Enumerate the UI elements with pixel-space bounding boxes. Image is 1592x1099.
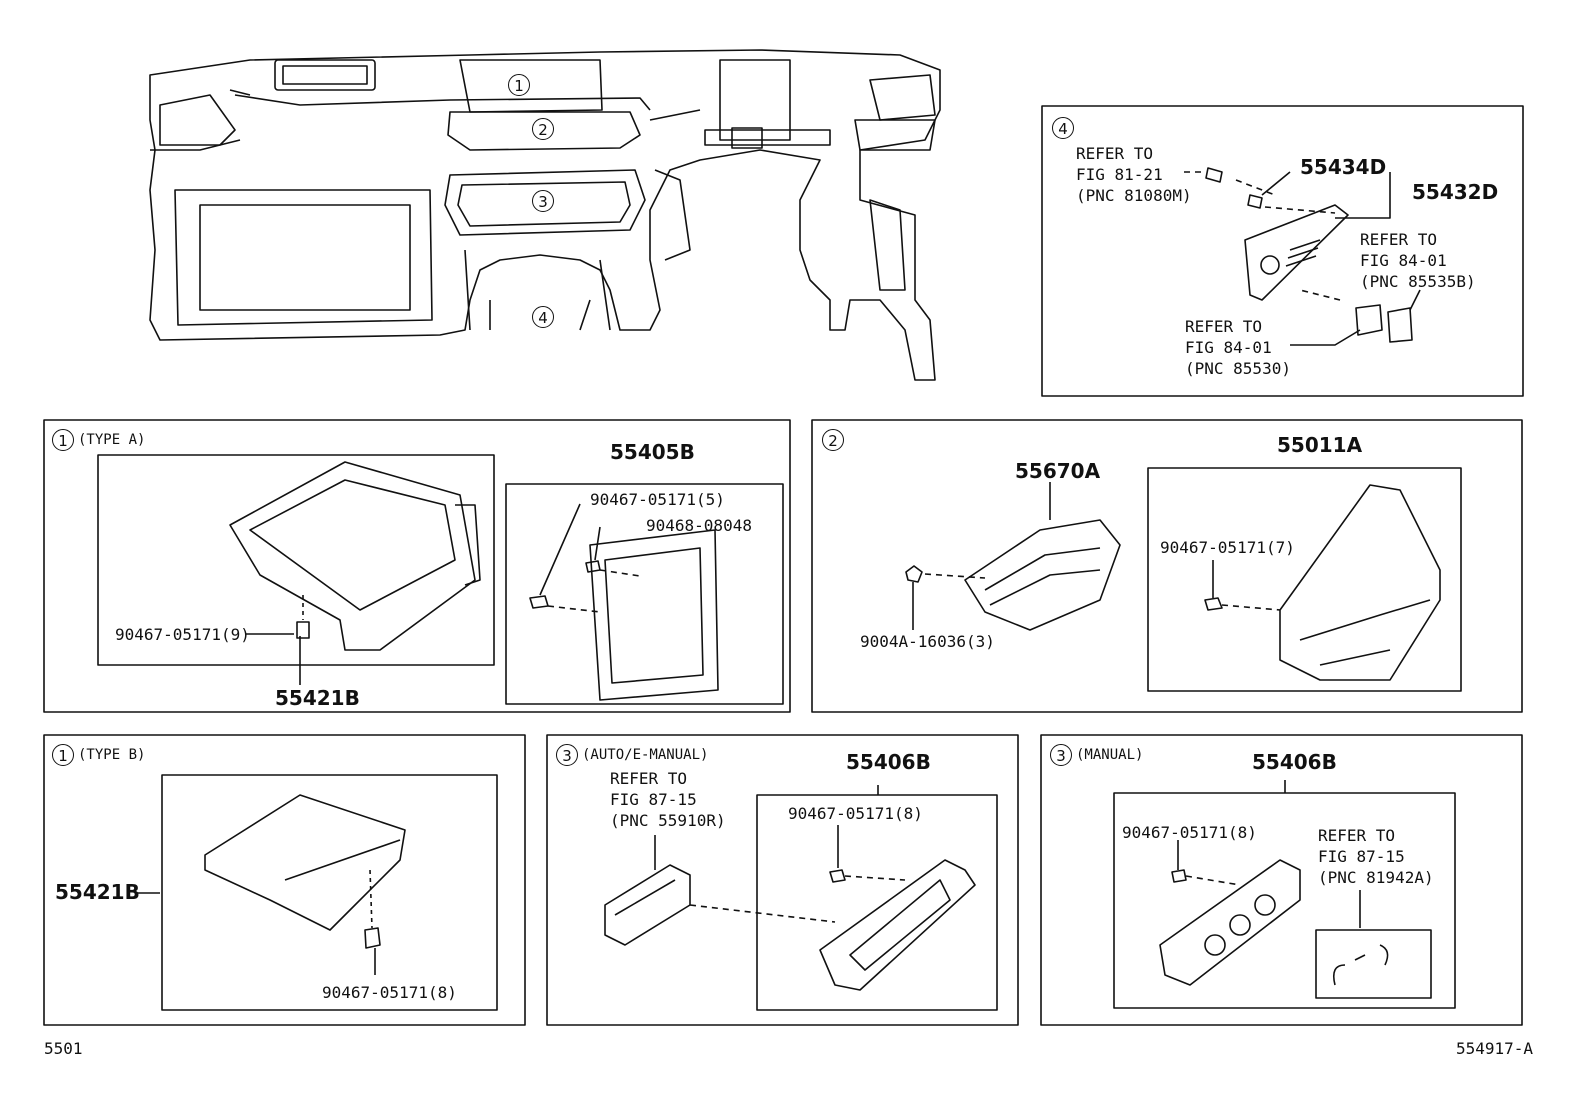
panel-1a-header: 1(TYPE A)	[52, 429, 145, 451]
switch-bezel-shape	[1244, 204, 1349, 301]
panel-3m-header: 3(MANUAL)	[1050, 744, 1143, 766]
garnish-frame-shape	[589, 529, 719, 701]
panel-3a-title: (AUTO/E-MANUAL)	[582, 747, 709, 763]
upper-cover-shape	[229, 461, 476, 651]
control-unit-shape	[604, 864, 691, 946]
part-55405b[interactable]: 55405B	[610, 440, 695, 464]
part-55421b-type-a[interactable]: 55421B	[275, 686, 360, 710]
clip-90467-05171-5[interactable]: 90467-05171(5)	[590, 490, 725, 509]
panel-3m-frame	[1040, 734, 1523, 1026]
panel-marker-1[interactable]: 1	[508, 74, 530, 96]
panel-1a-title: (TYPE A)	[78, 432, 146, 448]
clip-90467-05171-8-auto[interactable]: 90467-05171(8)	[788, 804, 923, 823]
clip-90467-05171-9[interactable]: 90467-05171(9)	[115, 625, 250, 644]
panel-1b-header: 1(TYPE B)	[52, 744, 145, 766]
panel-4-frame	[1041, 105, 1524, 397]
clip-90467-05171-8-type-b[interactable]: 90467-05171(8)	[322, 983, 457, 1002]
panel-2-header: 2	[822, 429, 844, 451]
clip-90468-08048[interactable]: 90468-08048	[646, 516, 752, 535]
center-cluster-shape	[1279, 484, 1441, 681]
panel-1b-frame	[43, 734, 526, 1026]
part-55434d[interactable]: 55434D	[1300, 155, 1387, 179]
part-55406b-manual[interactable]: 55406B	[1252, 750, 1337, 774]
panel-2-frame	[811, 419, 1523, 713]
manual-bezel-shape	[1159, 859, 1301, 986]
panel-3a-header: 3(AUTO/E-MANUAL)	[556, 744, 708, 766]
auto-bezel-shape	[819, 859, 976, 991]
instrument-panel-drawing	[149, 49, 941, 381]
panel-1a-frame	[43, 419, 791, 713]
panel-marker-2[interactable]: 2	[532, 118, 554, 140]
cover-type-b-shape	[204, 794, 406, 931]
part-55432d[interactable]: 55432D	[1412, 180, 1499, 204]
panel-3m-title: (MANUAL)	[1076, 747, 1144, 763]
panel-marker-4[interactable]: 4	[532, 306, 554, 328]
footer-left-code: 5501	[44, 1039, 83, 1058]
footer-right-code: 554917-A	[1456, 1039, 1534, 1058]
part-55421b-type-b[interactable]: 55421B	[55, 880, 140, 904]
panel-3a-frame	[546, 734, 1019, 1026]
screw-9004a-16036[interactable]: 9004A-16036(3)	[860, 632, 995, 651]
part-55011a[interactable]: 55011A	[1277, 433, 1363, 457]
panel-marker-3[interactable]: 3	[532, 190, 554, 212]
clip-90467-05171-7[interactable]: 90467-05171(7)	[1160, 538, 1295, 557]
panel-1b-title: (TYPE B)	[78, 747, 146, 763]
clip-90467-05171-8-manual[interactable]: 90467-05171(8)	[1122, 823, 1257, 842]
panel-4-header: 4	[1052, 117, 1074, 139]
part-55406b-auto[interactable]: 55406B	[846, 750, 931, 774]
vent-duct-shape	[964, 519, 1121, 631]
part-55670a[interactable]: 55670A	[1015, 459, 1101, 483]
